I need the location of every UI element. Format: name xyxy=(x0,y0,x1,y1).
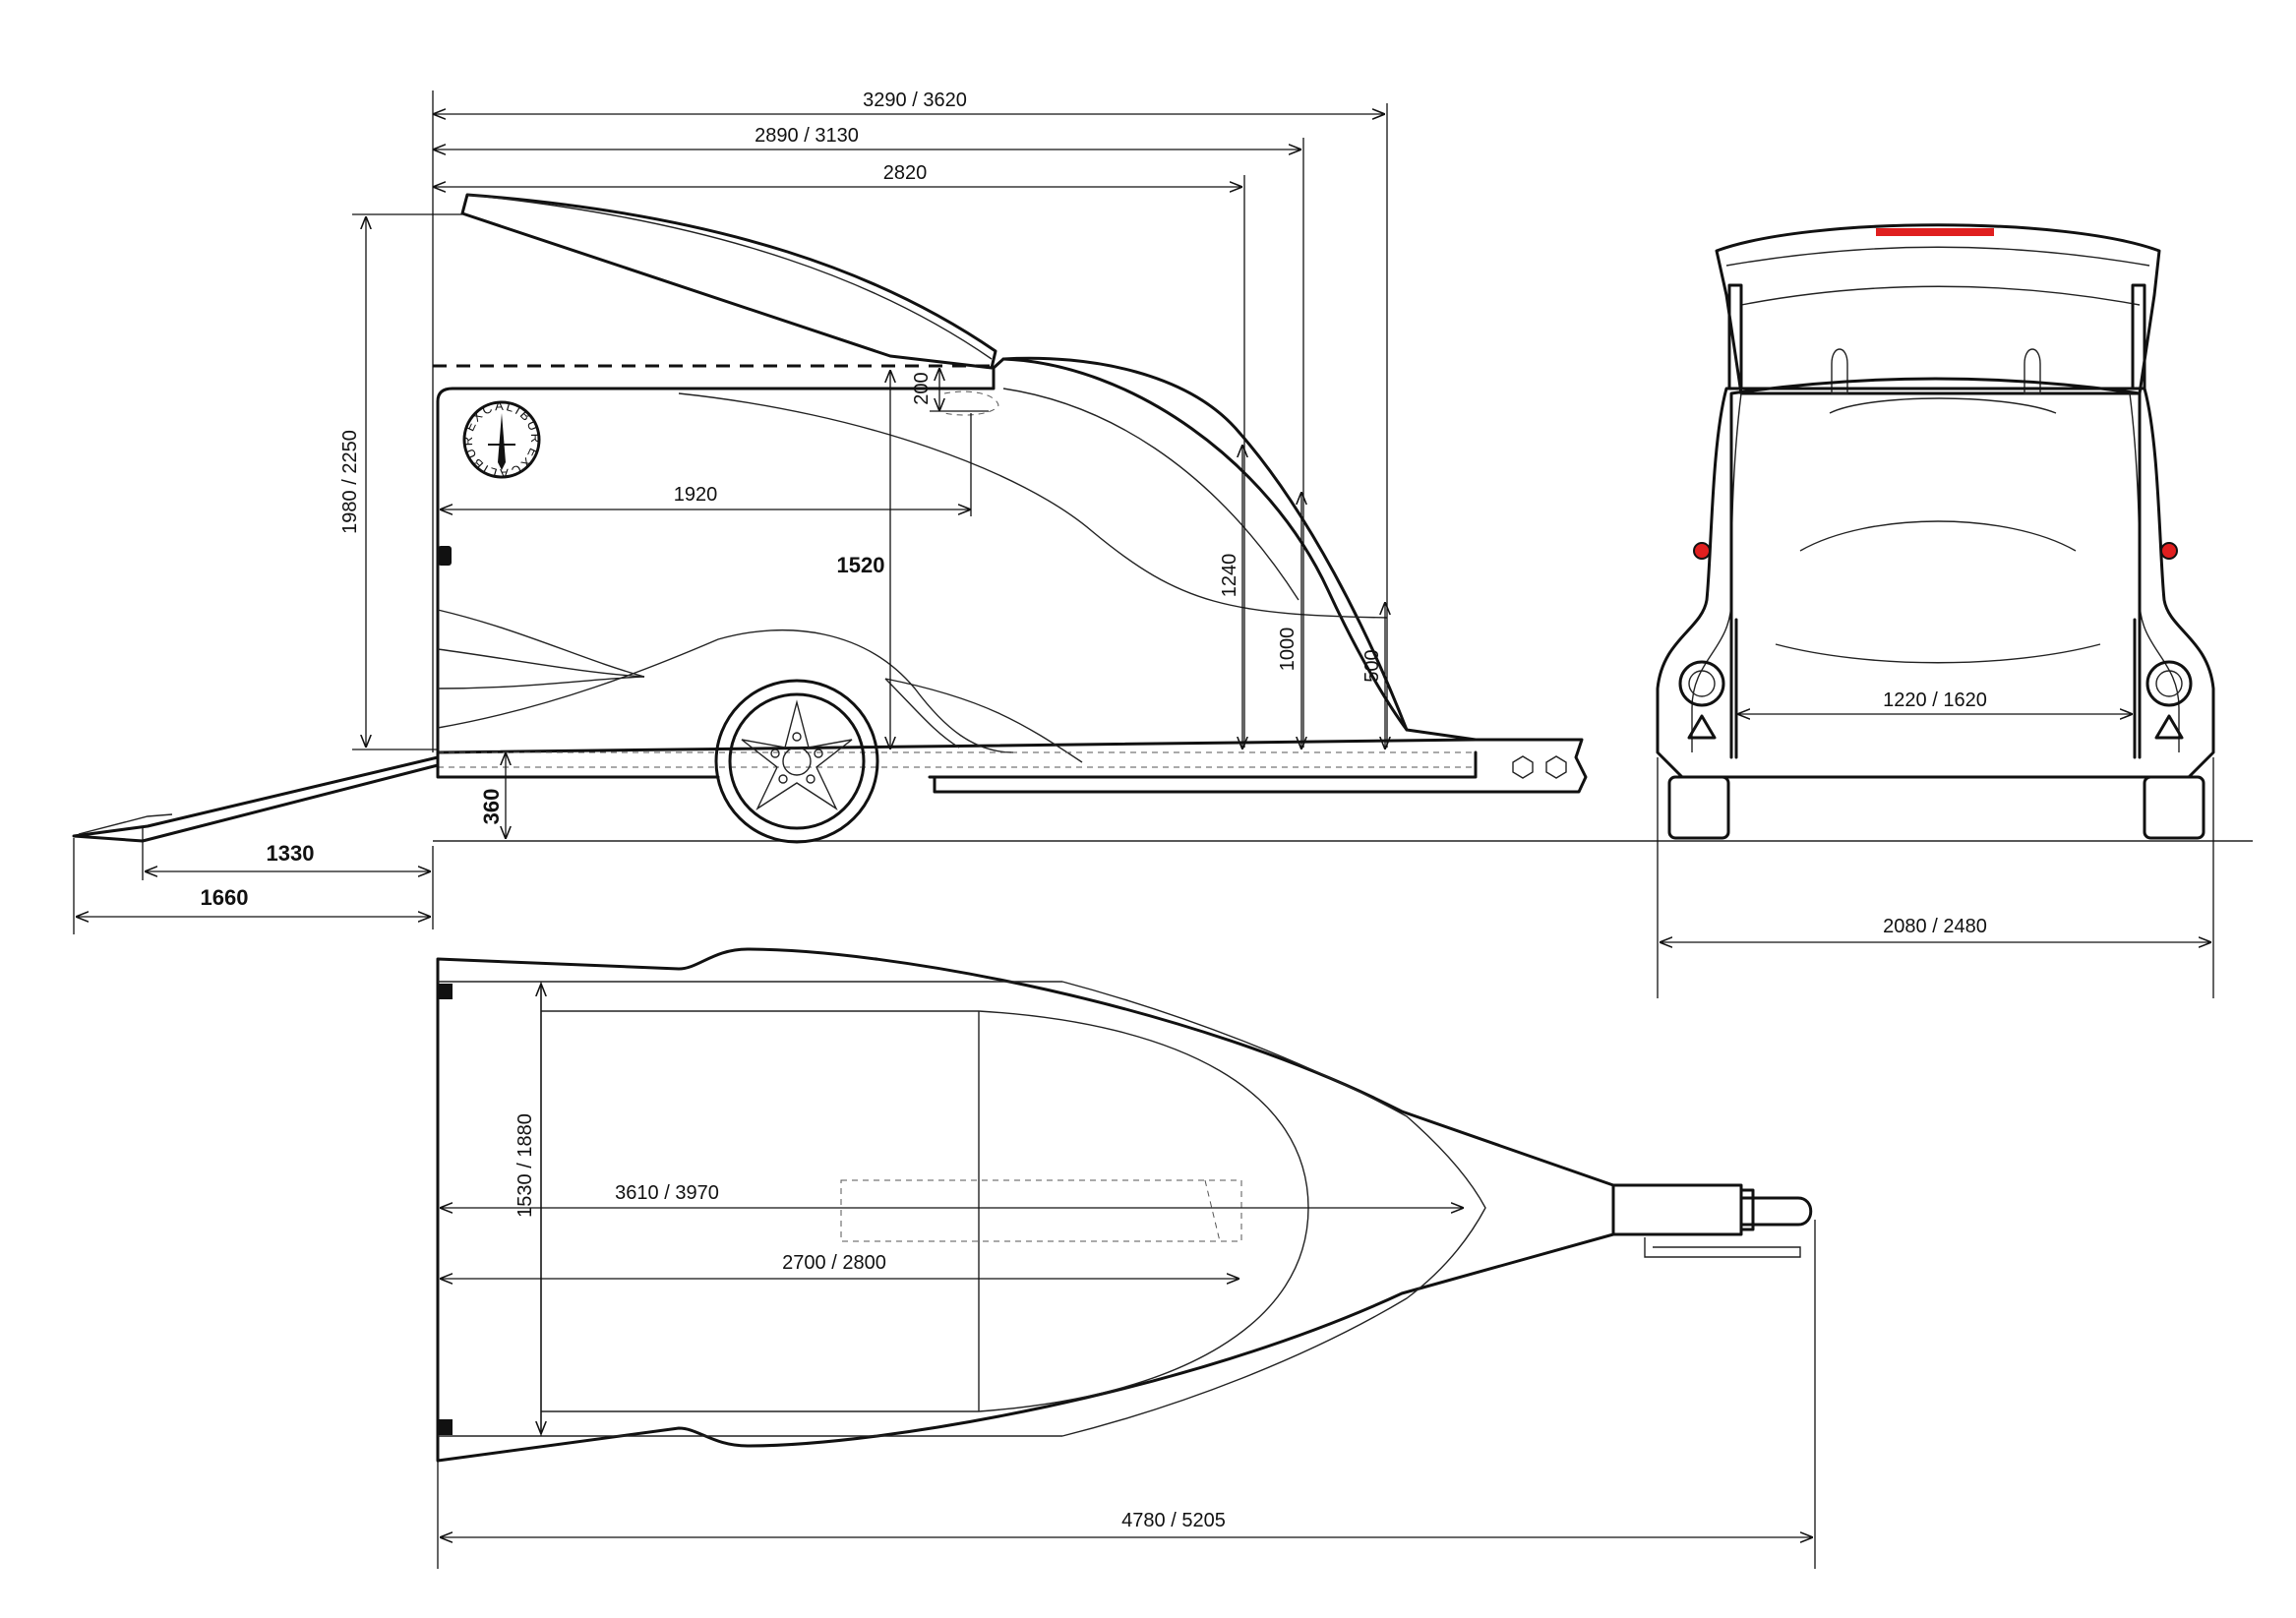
dim-top-floor-length: 2700 / 2800 xyxy=(782,1252,886,1274)
brake-light xyxy=(1876,228,1994,236)
dim-nose-500: 500 xyxy=(1361,649,1383,682)
open-lid xyxy=(460,193,997,370)
side-wheel xyxy=(714,679,879,844)
top-outline xyxy=(436,947,1615,1463)
trailer-body xyxy=(436,356,1478,754)
loading-ramp xyxy=(72,755,440,843)
drawbar xyxy=(933,738,1588,794)
rear-body xyxy=(1656,387,2215,779)
side-dimensions: 3290 / 3620 2890 / 3130 2820 1980 / 2250… xyxy=(73,90,1387,934)
side-view: EXCALIBUR EXCALIBUR 3290 / 3620 2890 / 3… xyxy=(72,90,2253,934)
dim-ramp-1660: 1660 xyxy=(201,885,249,910)
top-dimensions: 1530 / 1880 3610 / 3970 2700 / 2800 4780… xyxy=(437,984,1816,1569)
dim-top-body-length: 3610 / 3970 xyxy=(615,1182,719,1204)
dim-ground-clearance: 360 xyxy=(479,789,504,825)
dim-top-width: 1530 / 1880 xyxy=(514,1113,536,1218)
excalibur-logo: EXCALIBUR EXCALIBUR xyxy=(460,398,541,481)
dim-nose-1000: 1000 xyxy=(1277,628,1299,672)
dim-front-height: 1520 xyxy=(837,553,885,577)
dim-interior-length: 1920 xyxy=(674,484,718,506)
dim-length-to-nose: 2890 / 3130 xyxy=(755,125,859,147)
rear-lid xyxy=(1715,223,2161,395)
dim-rear-overall-width: 2080 / 2480 xyxy=(1883,916,1987,937)
dim-lid-gap: 200 xyxy=(911,372,933,404)
dim-height: 1980 / 2250 xyxy=(339,430,361,534)
dim-ramp-1330: 1330 xyxy=(267,841,315,866)
dim-overall-length-side: 3290 / 3620 xyxy=(863,90,967,111)
dim-rear-inner-width: 1220 / 1620 xyxy=(1883,689,1987,711)
dim-nose-1240: 1240 xyxy=(1219,554,1240,598)
rear-view: 1220 / 1620 2080 / 2480 xyxy=(1656,223,2215,998)
top-view: 1530 / 1880 3610 / 3970 2700 / 2800 4780… xyxy=(436,947,1816,1569)
dim-top-overall-length: 4780 / 5205 xyxy=(1121,1510,1226,1531)
dim-lid-length: 2820 xyxy=(883,162,928,184)
rear-dimensions: 1220 / 1620 2080 / 2480 xyxy=(1657,689,2214,998)
